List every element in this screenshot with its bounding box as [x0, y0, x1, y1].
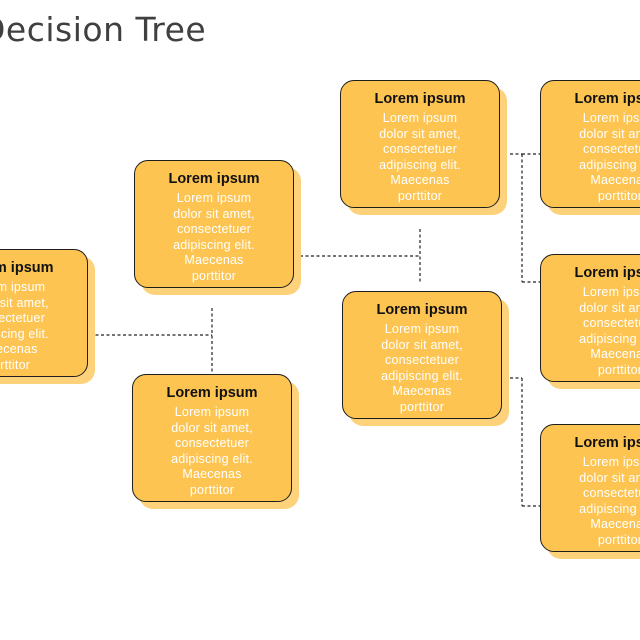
- node-body-line: adipiscing elit.: [579, 157, 640, 172]
- node-body: Lorem ipsum dolor sit amet, consectetuer…: [0, 280, 77, 374]
- node-box: Lorem ipsum Lorem ipsum dolor sit amet, …: [340, 80, 500, 208]
- node-body-line: Lorem ipsum: [582, 455, 640, 469]
- node-body-line: consectetuer: [175, 436, 249, 451]
- node-body-line: Lorem ipsum: [384, 322, 460, 336]
- node-body-line: consectetuer: [177, 222, 251, 237]
- node-body-line: Lorem ipsum: [176, 191, 252, 205]
- node-body-line: Maecenas: [0, 342, 38, 357]
- node-body-line: consectetuer: [385, 353, 459, 368]
- node-body: Lorem ipsum dolor sit amet, consectetuer…: [551, 285, 640, 379]
- node-body-line: adipiscing elit.: [0, 326, 49, 341]
- node-body-line: Maecenas: [392, 384, 452, 399]
- node-body: Lorem ipsum dolor sit amet, consectetuer…: [551, 455, 640, 549]
- node-body-line: dolor sit amet,: [381, 337, 463, 352]
- node-body: Lorem ipsum dolor sit amet, consectetuer…: [551, 111, 640, 205]
- node-body-line: dolor sit amet,: [0, 295, 49, 310]
- node-body-line: Maecenas: [590, 173, 640, 188]
- page-title: Decision Tree: [0, 10, 207, 49]
- node-body-line: Lorem ipsum: [174, 405, 250, 419]
- node-box: Lorem ipsum Lorem ipsum dolor sit amet, …: [134, 160, 294, 288]
- node-body: Lorem ipsum dolor sit amet, consectetuer…: [353, 322, 491, 416]
- node-body-line: dolor sit amet,: [171, 420, 253, 435]
- node-body-line: adipiscing elit.: [579, 331, 640, 346]
- node-body-line: Lorem ipsum: [582, 285, 640, 299]
- node-body-line: porttitor: [399, 399, 445, 414]
- node-body-line: adipiscing elit.: [579, 501, 640, 516]
- node-body-line: adipiscing elit.: [381, 368, 463, 383]
- node-body-line: dolor sit amet,: [579, 300, 640, 315]
- node-body: Lorem ipsum dolor sit amet, consectetuer…: [143, 405, 281, 499]
- node-title: Lorem ipsum: [0, 260, 54, 276]
- node-box: Lorem ipsum Lorem ipsum dolor sit amet, …: [540, 254, 640, 382]
- node-level1-top: Lorem ipsum Lorem ipsum dolor sit amet, …: [134, 160, 301, 295]
- node-root: Lorem ipsum Lorem ipsum dolor sit amet, …: [0, 249, 95, 384]
- node-body-line: adipiscing elit.: [379, 157, 461, 172]
- node-body: Lorem ipsum dolor sit amet, consectetuer…: [351, 111, 489, 205]
- node-body-line: Maecenas: [590, 347, 640, 362]
- node-body: Lorem ipsum dolor sit amet, consectetuer…: [145, 191, 283, 285]
- node-body-line: Maecenas: [590, 517, 640, 532]
- node-body-line: dolor sit amet,: [579, 470, 640, 485]
- node-body-line: porttitor: [397, 188, 443, 203]
- node-body-line: Maecenas: [182, 467, 242, 482]
- node-body-line: dolor sit amet,: [379, 126, 461, 141]
- node-body-line: adipiscing elit.: [171, 451, 253, 466]
- node-body-line: Lorem ipsum: [582, 111, 640, 125]
- node-box: Lorem ipsum Lorem ipsum dolor sit amet, …: [540, 424, 640, 552]
- node-level3-c: Lorem ipsum Lorem ipsum dolor sit amet, …: [540, 424, 640, 559]
- node-body-line: consectetuer: [583, 142, 640, 157]
- node-body-line: adipiscing elit.: [173, 237, 255, 252]
- node-level3-b: Lorem ipsum Lorem ipsum dolor sit amet, …: [540, 254, 640, 389]
- node-body-line: porttitor: [597, 532, 640, 547]
- node-body-line: consectetuer: [0, 311, 45, 326]
- node-title: Lorem ipsum: [374, 91, 466, 107]
- node-body-line: dolor sit amet,: [173, 206, 255, 221]
- node-body-line: Lorem ipsum: [0, 280, 46, 294]
- node-level1-bottom: Lorem ipsum Lorem ipsum dolor sit amet, …: [132, 374, 299, 509]
- node-body-line: consectetuer: [583, 486, 640, 501]
- node-title: Lorem ipsum: [574, 91, 640, 107]
- node-level2-top: Lorem ipsum Lorem ipsum dolor sit amet, …: [340, 80, 507, 215]
- node-box: Lorem ipsum Lorem ipsum dolor sit amet, …: [0, 249, 88, 377]
- node-body-line: porttitor: [0, 357, 31, 372]
- node-body-line: porttitor: [189, 482, 235, 497]
- node-body-line: porttitor: [191, 268, 237, 283]
- node-level2-bottom: Lorem ipsum Lorem ipsum dolor sit amet, …: [342, 291, 509, 426]
- node-title: Lorem ipsum: [376, 302, 468, 318]
- node-box: Lorem ipsum Lorem ipsum dolor sit amet, …: [132, 374, 292, 502]
- node-title: Lorem ipsum: [168, 171, 260, 187]
- node-title: Lorem ipsum: [166, 385, 258, 401]
- node-body-line: Maecenas: [390, 173, 450, 188]
- node-title: Lorem ipsum: [574, 435, 640, 451]
- node-body-line: dolor sit amet,: [579, 126, 640, 141]
- node-level3-a: Lorem ipsum Lorem ipsum dolor sit amet, …: [540, 80, 640, 215]
- node-body-line: Maecenas: [184, 253, 244, 268]
- node-box: Lorem ipsum Lorem ipsum dolor sit amet, …: [342, 291, 502, 419]
- node-body-line: Lorem ipsum: [382, 111, 458, 125]
- node-body-line: consectetuer: [383, 142, 457, 157]
- node-body-line: porttitor: [597, 362, 640, 377]
- node-body-line: consectetuer: [583, 316, 640, 331]
- node-body-line: porttitor: [597, 188, 640, 203]
- node-title: Lorem ipsum: [574, 265, 640, 281]
- node-box: Lorem ipsum Lorem ipsum dolor sit amet, …: [540, 80, 640, 208]
